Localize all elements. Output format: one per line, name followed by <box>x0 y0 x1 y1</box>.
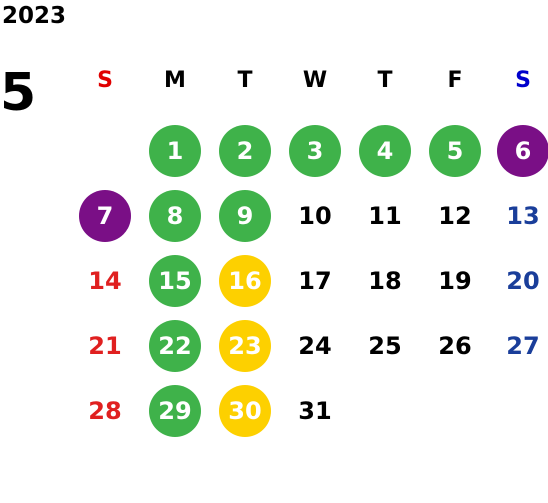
day-cell[interactable]: 26 <box>420 320 490 372</box>
day-cell[interactable]: 30 <box>210 385 280 437</box>
day-cell[interactable]: 24 <box>280 320 350 372</box>
day-number: 31 <box>298 397 332 425</box>
day-number: 7 <box>79 190 131 242</box>
day-number: 17 <box>298 267 332 295</box>
day-cell[interactable]: 5 <box>420 125 490 177</box>
day-number: 15 <box>149 255 201 307</box>
day-number: 8 <box>149 190 201 242</box>
weekday-header-sun: S <box>97 68 113 93</box>
day-cell[interactable]: 1 <box>140 125 210 177</box>
day-number: 21 <box>88 332 122 360</box>
day-number: 19 <box>438 267 472 295</box>
day-number: 30 <box>219 385 271 437</box>
day-cell[interactable]: 11 <box>350 190 420 242</box>
day-cell[interactable]: 12 <box>420 190 490 242</box>
day-cell[interactable]: 14 <box>70 255 140 307</box>
weekday-header-thu: T <box>377 68 393 93</box>
weekday-header-mon: M <box>164 68 186 93</box>
day-number: 29 <box>149 385 201 437</box>
day-number: 28 <box>88 397 122 425</box>
day-number: 10 <box>298 202 332 230</box>
day-number: 4 <box>359 125 411 177</box>
day-cell[interactable]: 21 <box>70 320 140 372</box>
day-cell[interactable]: 2 <box>210 125 280 177</box>
day-cell[interactable]: 6 <box>488 125 548 177</box>
day-number: 13 <box>506 202 540 230</box>
day-cell[interactable]: 8 <box>140 190 210 242</box>
year-label: 2023 <box>2 3 67 29</box>
day-cell[interactable]: 4 <box>350 125 420 177</box>
day-cell[interactable]: 18 <box>350 255 420 307</box>
weekday-header-sat: S <box>515 68 531 93</box>
day-number: 6 <box>497 125 548 177</box>
day-number: 23 <box>219 320 271 372</box>
day-cell[interactable]: 22 <box>140 320 210 372</box>
day-cell[interactable]: 10 <box>280 190 350 242</box>
month-label: 5 <box>0 63 37 123</box>
day-number: 20 <box>506 267 540 295</box>
day-number: 2 <box>219 125 271 177</box>
day-cell[interactable]: 13 <box>488 190 548 242</box>
day-number: 12 <box>438 202 472 230</box>
day-number: 26 <box>438 332 472 360</box>
day-cell[interactable]: 20 <box>488 255 548 307</box>
weekday-header-wed: W <box>302 68 328 93</box>
day-cell[interactable]: 9 <box>210 190 280 242</box>
day-number: 14 <box>88 267 122 295</box>
day-cell[interactable]: 27 <box>488 320 548 372</box>
day-cell[interactable]: 23 <box>210 320 280 372</box>
day-number: 3 <box>289 125 341 177</box>
day-cell[interactable]: 19 <box>420 255 490 307</box>
day-cell[interactable]: 3 <box>280 125 350 177</box>
day-cell[interactable]: 25 <box>350 320 420 372</box>
day-number: 24 <box>298 332 332 360</box>
day-cell[interactable]: 16 <box>210 255 280 307</box>
day-cell[interactable]: 17 <box>280 255 350 307</box>
weekday-header-fri: F <box>447 68 463 93</box>
day-number: 11 <box>368 202 402 230</box>
day-cell[interactable]: 31 <box>280 385 350 437</box>
day-number: 9 <box>219 190 271 242</box>
day-number: 27 <box>506 332 540 360</box>
day-number: 1 <box>149 125 201 177</box>
day-cell[interactable]: 15 <box>140 255 210 307</box>
day-number: 25 <box>368 332 402 360</box>
day-cell[interactable]: 29 <box>140 385 210 437</box>
day-number: 5 <box>429 125 481 177</box>
day-cell[interactable]: 28 <box>70 385 140 437</box>
day-number: 16 <box>219 255 271 307</box>
day-cell[interactable]: 7 <box>70 190 140 242</box>
day-number: 22 <box>149 320 201 372</box>
weekday-header-tue: T <box>237 68 253 93</box>
day-number: 18 <box>368 267 402 295</box>
